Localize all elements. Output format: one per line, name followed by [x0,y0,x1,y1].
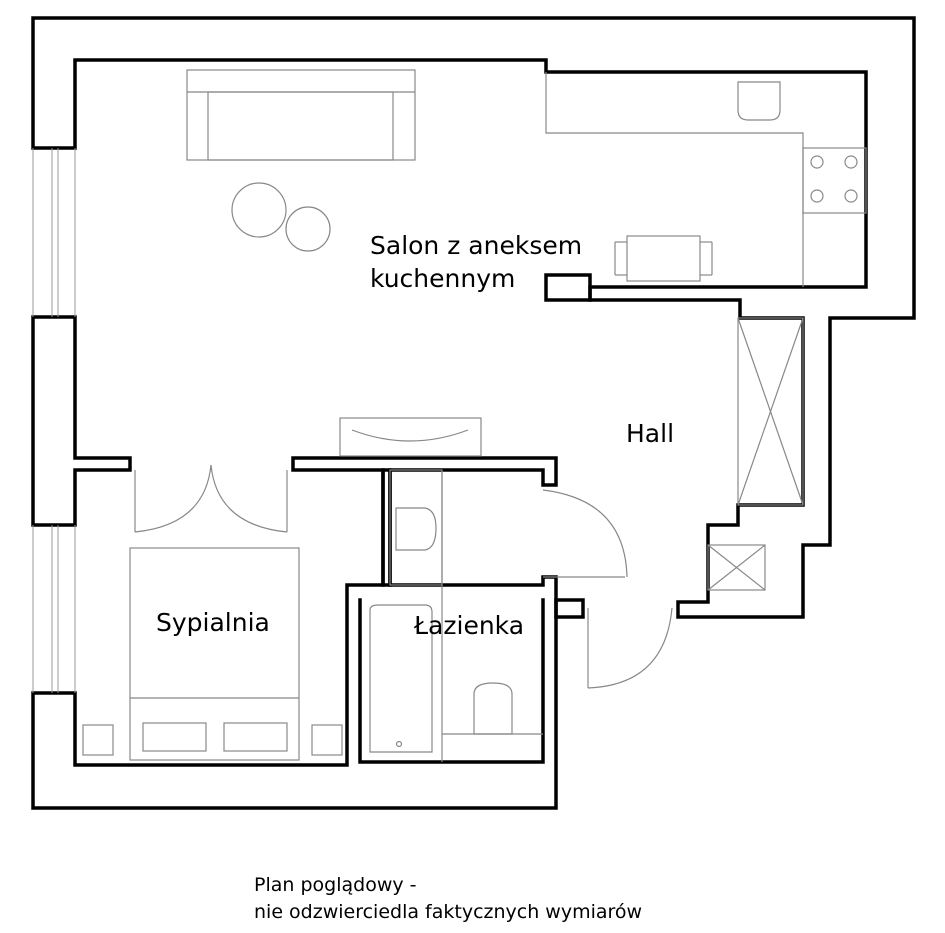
hall-label: Hall [626,419,674,448]
outer-walls [31,16,916,810]
plan-note: Plan poglądowy - nie odzwierciedla fakty… [254,874,642,923]
dining-table [614,235,713,282]
note-line2: nie odzwierciedla faktycznych wymiarów [254,901,642,923]
window-left-top [32,148,76,317]
window-left-bottom [32,525,76,693]
bedroom-label: Sypialnia [156,608,270,637]
wardrobe [737,317,804,506]
bathroom-door [542,489,628,578]
tv-console [339,417,482,457]
entrance-door [587,607,673,689]
coffee-tables [231,182,331,252]
sofa [186,69,416,161]
shaft [707,544,766,591]
bathroom-fixtures [369,469,543,762]
bathroom-label: Łazienka [413,611,524,640]
room-labels: Salon z aneksem kuchennym Hall Sypialnia… [156,231,674,640]
bed [82,547,343,761]
salon-label-line1: Salon z aneksem [370,231,582,260]
note-line1: Plan poglądowy - [254,874,417,896]
bedroom-door [134,464,288,533]
salon-label-line2: kuchennym [370,264,515,293]
kitchen-counter [545,72,867,287]
